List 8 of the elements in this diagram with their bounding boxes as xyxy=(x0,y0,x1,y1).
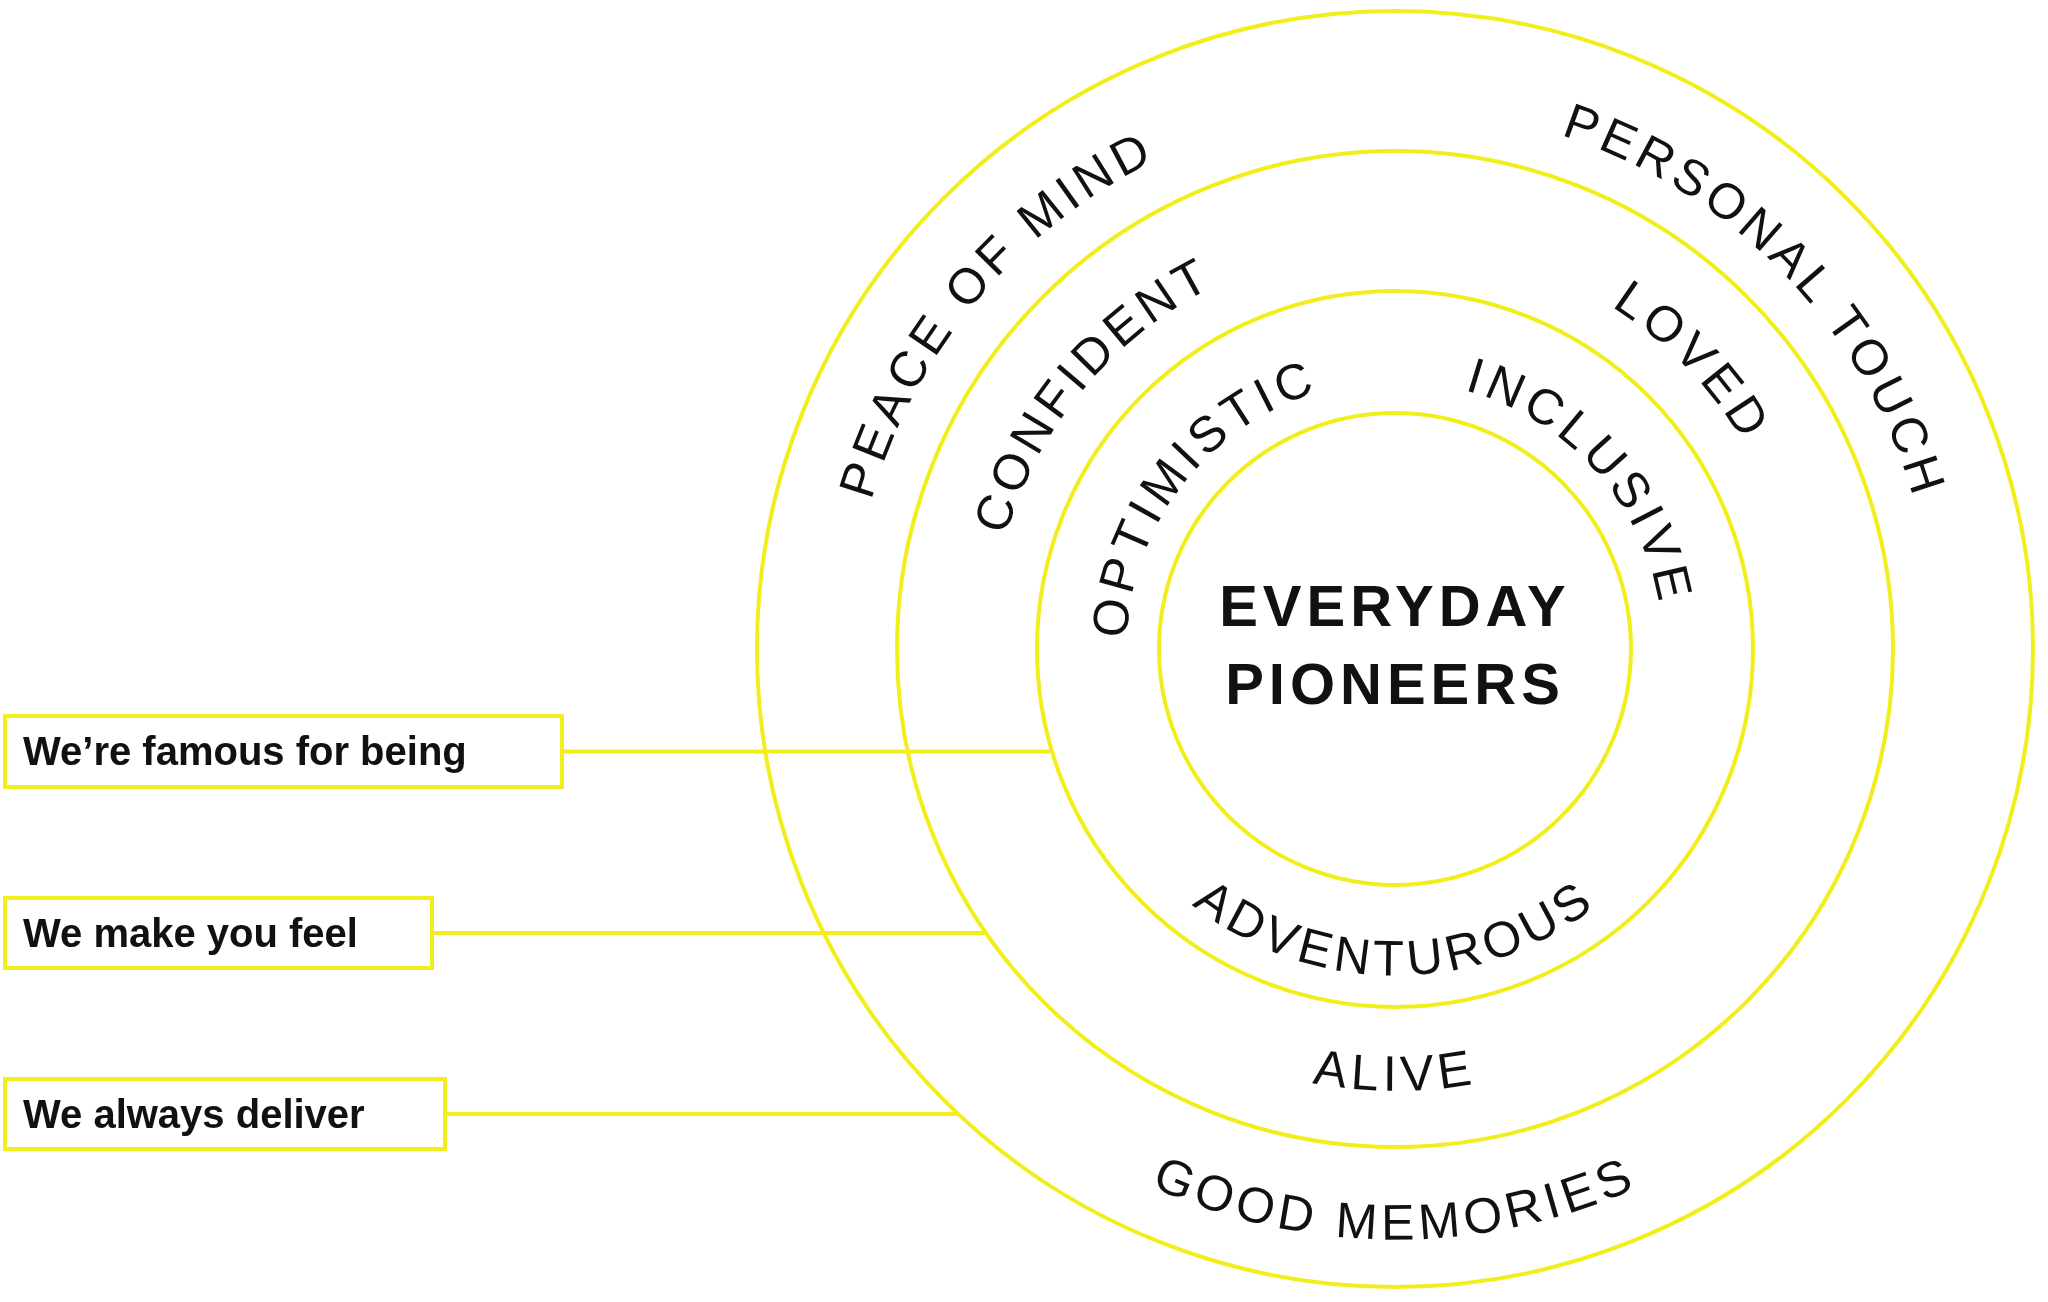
label-box: We make you feel xyxy=(3,896,434,970)
leader-line xyxy=(434,931,986,935)
leader-line xyxy=(447,1112,959,1116)
label-box: We always deliver xyxy=(3,1077,447,1151)
leader-line xyxy=(564,749,1052,754)
label-box: We’re famous for being xyxy=(3,714,564,789)
ring-label: GOOD MEMORIES xyxy=(1146,1145,1644,1251)
ring-label: ALIVE xyxy=(1310,1038,1480,1103)
